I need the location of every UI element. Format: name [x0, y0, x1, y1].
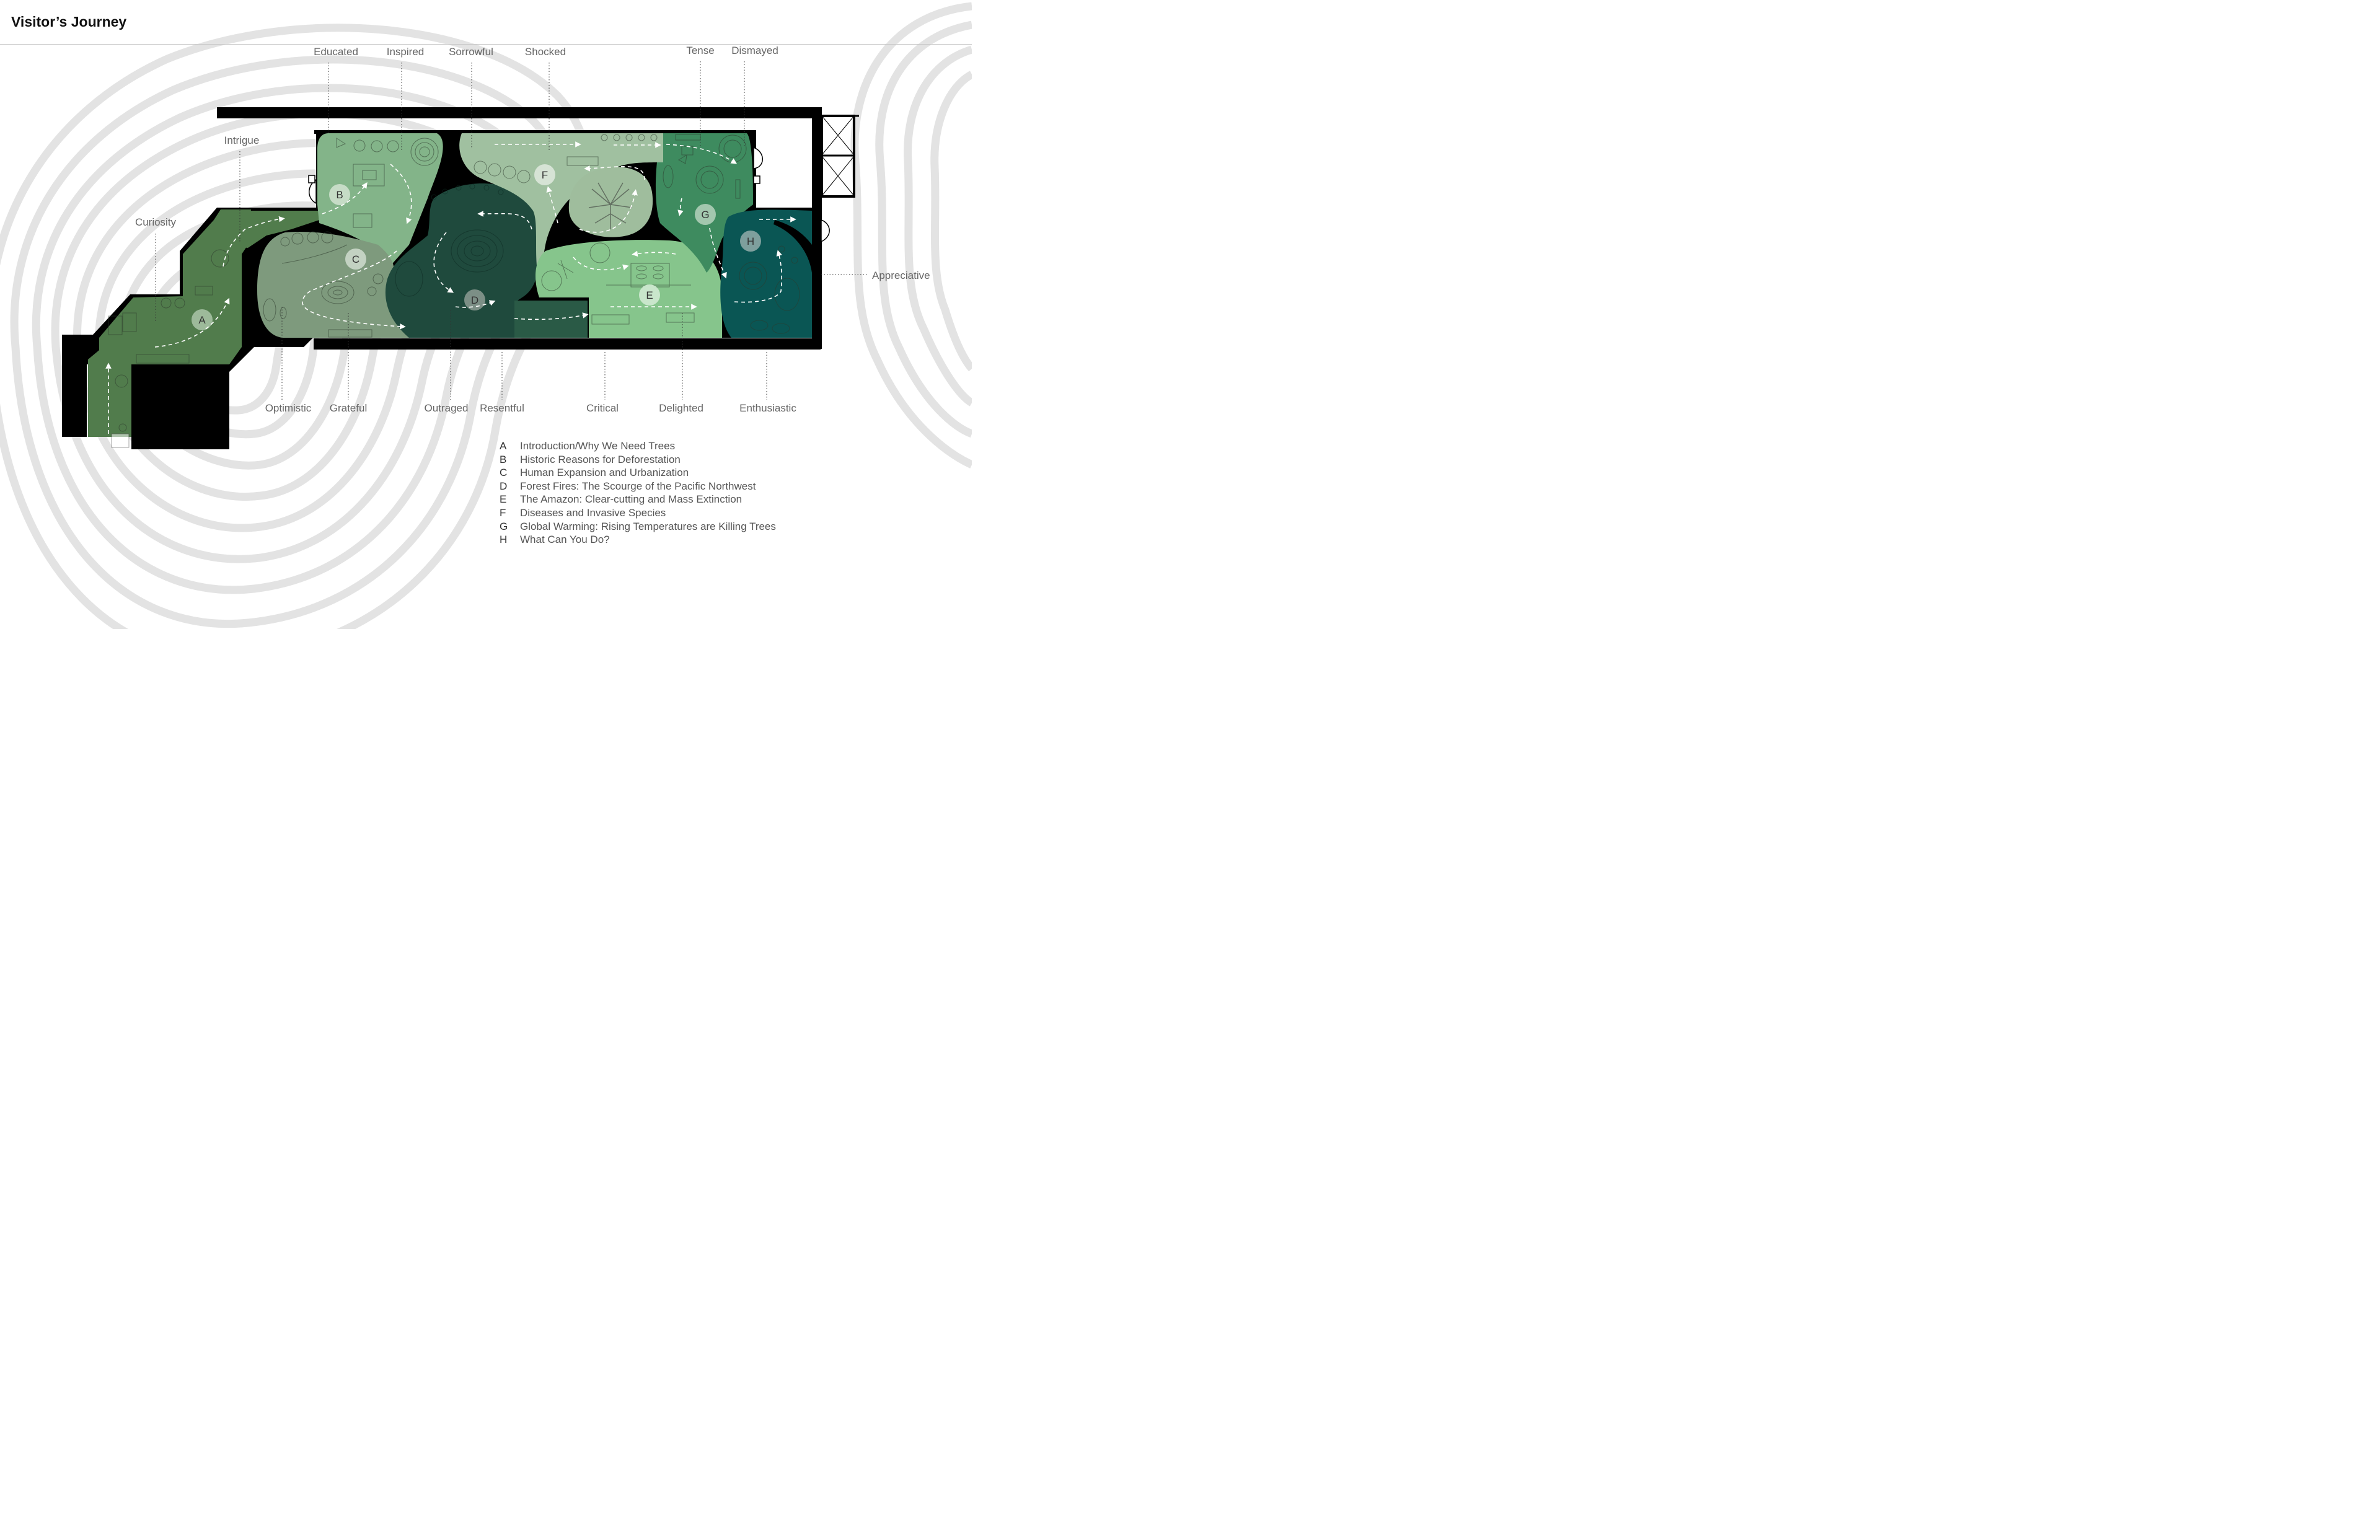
legend-key: D	[500, 480, 508, 492]
zone-c-marker: C	[345, 249, 366, 270]
zone-h-area	[720, 209, 812, 338]
stair-block	[821, 115, 859, 198]
svg-text:F: F	[542, 169, 548, 181]
emotion-critical: Critical	[586, 402, 619, 414]
visitor-path	[105, 141, 796, 434]
zone-f-tree-room	[568, 167, 653, 237]
svg-text:B: B	[336, 189, 343, 201]
emotion-inspired: Inspired	[387, 46, 424, 58]
zone-e-area	[536, 240, 722, 338]
svg-text:H: H	[747, 235, 754, 247]
emotion-grateful: Grateful	[330, 402, 367, 414]
legend-key: C	[500, 467, 508, 479]
legend-item: H What Can You Do?	[500, 533, 776, 547]
emotion-labels: Intrigue Curiosity Educated Inspired Sor…	[135, 45, 930, 414]
floor-plan: A B C D E F G H	[62, 45, 930, 449]
legend-key: A	[500, 440, 507, 452]
zone-legend: A Introduction/Why We Need Trees B Histori…	[500, 439, 776, 547]
zone-c-area	[257, 232, 409, 338]
svg-text:D: D	[471, 294, 478, 306]
zone-b-area	[317, 133, 443, 273]
emotion-educated: Educated	[314, 46, 358, 58]
emotion-intrigue: Intrigue	[224, 134, 260, 146]
legend-key: F	[500, 506, 506, 519]
zone-f-area	[459, 133, 663, 279]
zone-h-marker: H	[740, 231, 761, 252]
emotion-tense: Tense	[686, 45, 714, 56]
zone-a-corridor	[236, 211, 319, 248]
legend-key: B	[500, 453, 507, 465]
page-title: Visitor’s Journey	[11, 14, 127, 30]
zone-g-area	[655, 133, 753, 273]
legend-item: B Historic Reasons for Deforestation	[500, 453, 776, 467]
emotion-optimistic: Optimistic	[265, 402, 312, 414]
emotion-dismayed: Dismayed	[731, 45, 778, 56]
legend-label: Global Warming: Rising Temperatures are …	[520, 520, 776, 532]
legend-item: E The Amazon: Clear-cutting and Mass Exti…	[500, 493, 776, 506]
legend-label: Historic Reasons for Deforestation	[520, 453, 681, 465]
emotion-appreciative: Appreciative	[872, 270, 930, 281]
emotion-enthusiastic: Enthusiastic	[739, 402, 796, 414]
zone-g-marker: G	[695, 204, 716, 225]
legend-label: What Can You Do?	[520, 534, 610, 546]
svg-text:A: A	[198, 314, 206, 326]
legend-key: G	[500, 520, 508, 532]
zone-d-marker: D	[464, 289, 485, 310]
zone-markers: A B C D E F G H	[192, 164, 761, 330]
svg-text:E: E	[646, 289, 653, 301]
zone-h-shadow-curve	[774, 220, 812, 273]
svg-text:C: C	[352, 253, 359, 265]
legend-label: Forest Fires: The Scourge of the Pacific…	[520, 480, 756, 492]
page: Visitor’s Journey	[0, 0, 972, 629]
legend-item: F Diseases and Invasive Species	[500, 506, 776, 520]
leader-lines	[155, 61, 868, 400]
legend-label: Human Expansion and Urbanization	[520, 467, 689, 479]
zone-e-marker: E	[639, 284, 660, 306]
emotion-delighted: Delighted	[659, 402, 703, 414]
legend-label: Introduction/Why We Need Trees	[520, 440, 676, 452]
emotion-shocked: Shocked	[525, 46, 566, 58]
legend-label: Diseases and Invasive Species	[520, 506, 666, 519]
legend-label: The Amazon: Clear-cutting and Mass Extin…	[520, 493, 743, 506]
emotion-sorrowful: Sorrowful	[449, 46, 493, 58]
zone-f-marker: F	[534, 164, 555, 185]
zone-a-marker: A	[192, 309, 213, 330]
legend-item: G Global Warming: Rising Temperatures are…	[500, 520, 776, 534]
emotion-resentful: Resentful	[480, 402, 524, 414]
legend-key: H	[500, 534, 508, 546]
legend-item: D Forest Fires: The Scourge of the Pacifi…	[500, 480, 776, 493]
emotion-outraged: Outraged	[425, 402, 469, 414]
doors	[308, 146, 830, 243]
header-divider	[0, 44, 972, 45]
emotion-curiosity: Curiosity	[135, 216, 177, 228]
svg-text:G: G	[701, 209, 709, 221]
zone-d-area	[385, 183, 543, 338]
legend-item: C Human Expansion and Urbanization	[500, 466, 776, 480]
zone-a-area	[88, 209, 251, 437]
zone-b-marker: B	[329, 184, 350, 205]
legend-key: E	[500, 493, 507, 506]
legend-item: A Introduction/Why We Need Trees	[500, 439, 776, 453]
